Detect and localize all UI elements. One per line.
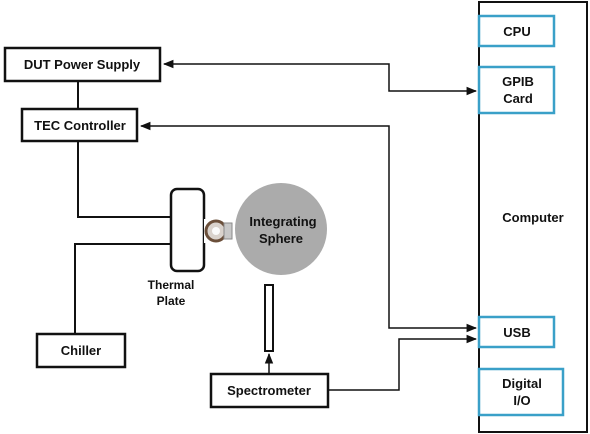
link-tec-usb [139, 121, 478, 333]
tec-controller-label: TEC Controller [34, 118, 126, 133]
digital-io-label-line1: Digital [502, 376, 542, 391]
cpu-label: CPU [503, 24, 530, 39]
spectrometer-box [209, 372, 330, 409]
integrating-sphere [235, 183, 327, 275]
computer-frame [478, 1, 588, 433]
digital-io-box [477, 367, 565, 417]
gpib-label-line1: GPIB [502, 74, 534, 89]
thermal-plate-label-line1: Thermal [148, 278, 195, 292]
tec-controller-box [20, 107, 139, 143]
thermal-plate-label-line2: Plate [157, 294, 186, 308]
chiller-label: Chiller [61, 343, 101, 358]
link-spectrometer-usb [328, 334, 478, 391]
chiller-box [35, 332, 127, 369]
integrating-sphere-label-line2: Sphere [259, 231, 303, 246]
digital-io-label-line2: I/O [513, 393, 530, 408]
led-device-icon [204, 219, 234, 243]
gpib-label-line2: Card [503, 91, 533, 106]
thermal-plate [169, 187, 206, 273]
usb-label: USB [503, 325, 530, 340]
dut-power-supply-label: DUT Power Supply [24, 57, 141, 72]
wire-tec-to-thermal-plate [77, 141, 172, 218]
gpib-card-box [477, 65, 556, 115]
dut-power-supply-box [3, 46, 162, 83]
optical-fiber-tube [264, 284, 274, 352]
integrating-sphere-label-line1: Integrating [249, 214, 316, 229]
link-dut-gpib [162, 59, 478, 96]
cpu-box [477, 14, 556, 48]
computer-label: Computer [502, 210, 563, 225]
usb-box [477, 315, 556, 349]
spectrometer-label: Spectrometer [227, 383, 311, 398]
wire-chiller-to-thermal-plate [74, 243, 172, 334]
